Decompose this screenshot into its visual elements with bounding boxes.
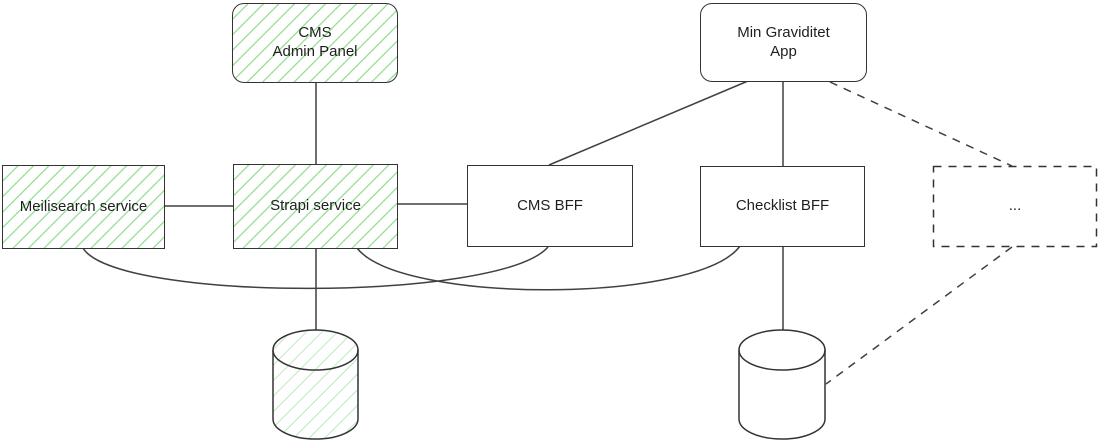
edge-strapi-to-checklist-bff-curve xyxy=(356,245,741,291)
node-strapi-service-label: Strapi service xyxy=(270,197,361,215)
node-cms-admin-panel: CMS Admin Panel xyxy=(232,3,398,83)
edge-app-to-cms-bff xyxy=(548,80,749,166)
node-cms-bff-label: CMS BFF xyxy=(517,196,583,214)
node-meilisearch-service-label: Meilisearch service xyxy=(19,197,148,215)
edge-meilisearch-to-cms-bff-curve xyxy=(82,246,549,290)
checklist-database-cylinder-icon xyxy=(738,329,826,440)
strapi-database-cylinder-icon xyxy=(272,329,359,440)
node-strapi-service: Strapi service xyxy=(233,164,398,249)
node-checklist-bff: Checklist BFF xyxy=(700,166,865,247)
edge-future-service-to-checklist-database-dashed xyxy=(825,246,1013,385)
node-future-service: ... xyxy=(933,166,1097,247)
node-future-service-label: ... xyxy=(1008,197,1022,215)
future-service-box-outline xyxy=(932,165,1098,248)
node-cms-bff: CMS BFF xyxy=(467,165,633,247)
node-cms-admin-panel-label: CMS Admin Panel xyxy=(272,24,358,60)
node-meilisearch-service: Meilisearch service xyxy=(2,165,165,249)
node-min-graviditet-app: Min Graviditet App xyxy=(700,3,867,82)
node-checklist-bff-label: Checklist BFF xyxy=(735,197,830,215)
edge-app-to-future-service-dashed xyxy=(829,81,1013,167)
node-min-graviditet-app-label: Min Graviditet App xyxy=(737,23,830,60)
